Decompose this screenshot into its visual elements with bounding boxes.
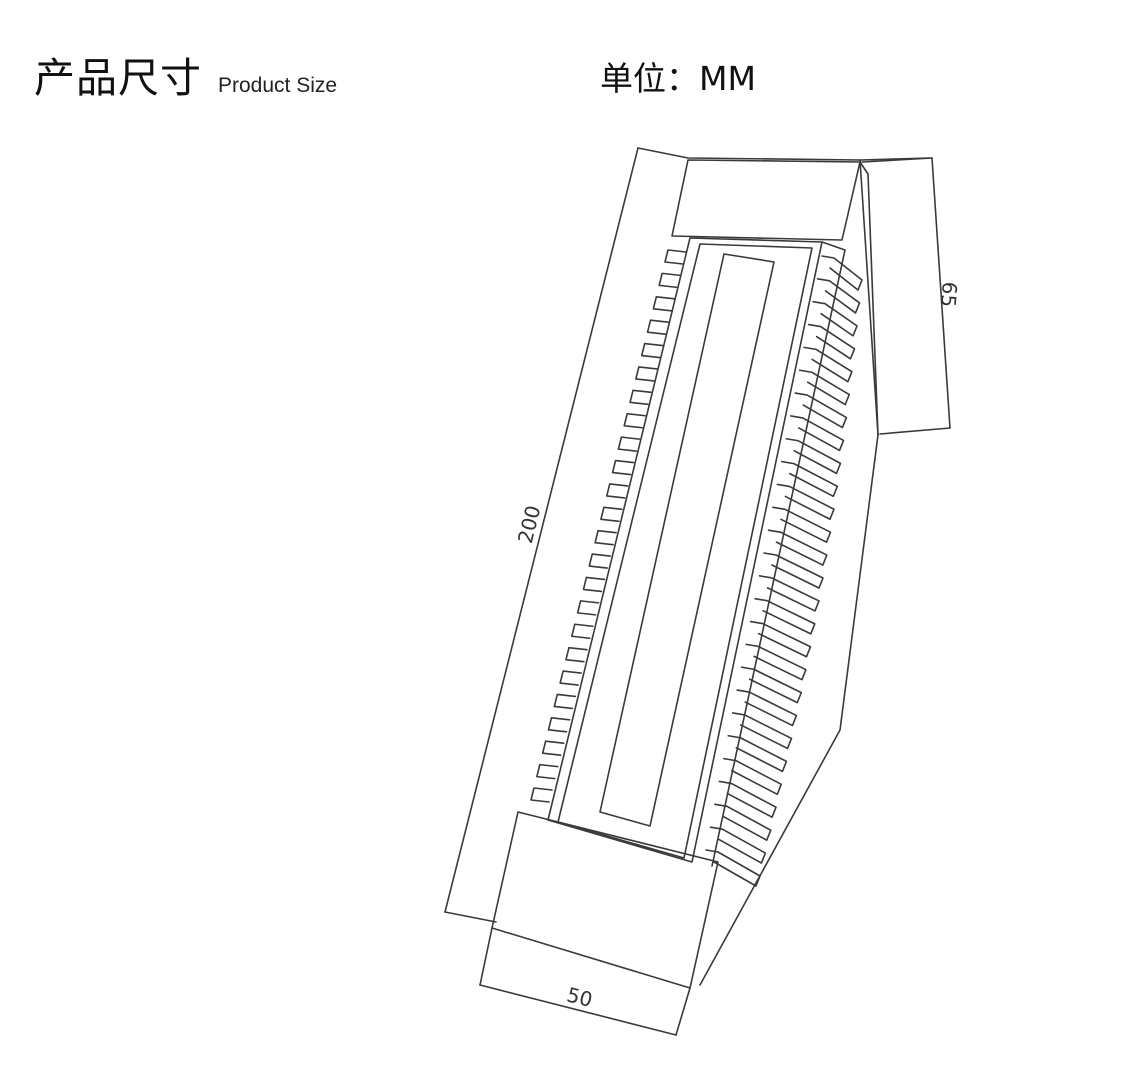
comb-tooth	[565, 646, 588, 663]
length-dimension-label: 200	[513, 503, 546, 546]
cooling-fin	[807, 323, 856, 360]
comb-tooth	[530, 787, 553, 803]
bottom-end-block	[491, 811, 719, 989]
title-english: Product Size	[218, 74, 338, 97]
height-dimension-label: 65	[936, 281, 962, 308]
height-dimension: 65	[861, 157, 962, 435]
comb-tooth	[582, 576, 606, 593]
cooling-fin	[776, 483, 835, 521]
comb-tooth	[541, 740, 565, 757]
comb-tooth	[559, 670, 582, 686]
cooling-fin	[785, 437, 842, 475]
comb-tooth	[576, 600, 600, 616]
title-chinese: 产品尺寸	[34, 54, 202, 102]
comb-tooth	[646, 319, 670, 335]
cooling-fin	[767, 529, 828, 566]
cooling-fin	[816, 278, 861, 314]
cooling-fin	[709, 826, 767, 864]
cooling-fin	[758, 575, 820, 612]
comb-tooth	[617, 436, 641, 452]
comb-tooth	[664, 249, 687, 265]
comb-tooth	[600, 506, 623, 523]
cooling-fin	[789, 415, 845, 452]
cooling-fin	[781, 460, 839, 498]
comb-tooth	[658, 272, 681, 289]
main-panel	[547, 237, 846, 867]
cooling-fin	[772, 506, 832, 543]
cooling-fin	[736, 689, 798, 727]
cooling-fin	[745, 643, 807, 681]
cooling-fin	[749, 620, 812, 658]
cooling-fin	[798, 369, 851, 406]
cooling-fin	[723, 757, 783, 796]
cooling-fin	[740, 666, 803, 704]
comb-tooth	[570, 623, 594, 640]
comb-tooth	[553, 693, 577, 710]
cooling-fin	[821, 255, 863, 291]
cooling-fin	[718, 780, 777, 819]
comb-tooth	[605, 483, 629, 499]
cooling-fin	[731, 712, 793, 750]
comb-tooth	[536, 763, 559, 780]
unit-label: 单位：MM	[600, 59, 756, 98]
comb-tooth	[629, 389, 652, 406]
cooling-fin	[754, 597, 816, 635]
cooling-fin	[794, 392, 848, 429]
page-header: 产品尺寸 Product Size	[34, 44, 337, 104]
comb-tooth	[640, 342, 664, 359]
comb-tooth	[623, 412, 647, 429]
cooling-fin	[714, 803, 772, 841]
cooling-fin	[727, 734, 788, 773]
body-outline	[444, 147, 931, 986]
comb-tooth	[652, 295, 676, 312]
cooling-fin	[803, 346, 853, 383]
top-end-block	[671, 159, 879, 436]
cooling-fin	[812, 300, 858, 337]
right-fins	[705, 255, 863, 887]
cooling-fin	[705, 849, 761, 887]
comb-tooth	[611, 459, 635, 476]
comb-tooth	[588, 553, 612, 569]
cooling-fin	[763, 552, 824, 589]
comb-tooth	[594, 529, 617, 546]
left-comb-teeth	[530, 249, 687, 803]
comb-tooth	[547, 717, 571, 733]
comb-tooth	[635, 366, 658, 382]
width-dimension-label: 50	[564, 982, 595, 1011]
width-dimension: 50	[479, 927, 691, 1036]
